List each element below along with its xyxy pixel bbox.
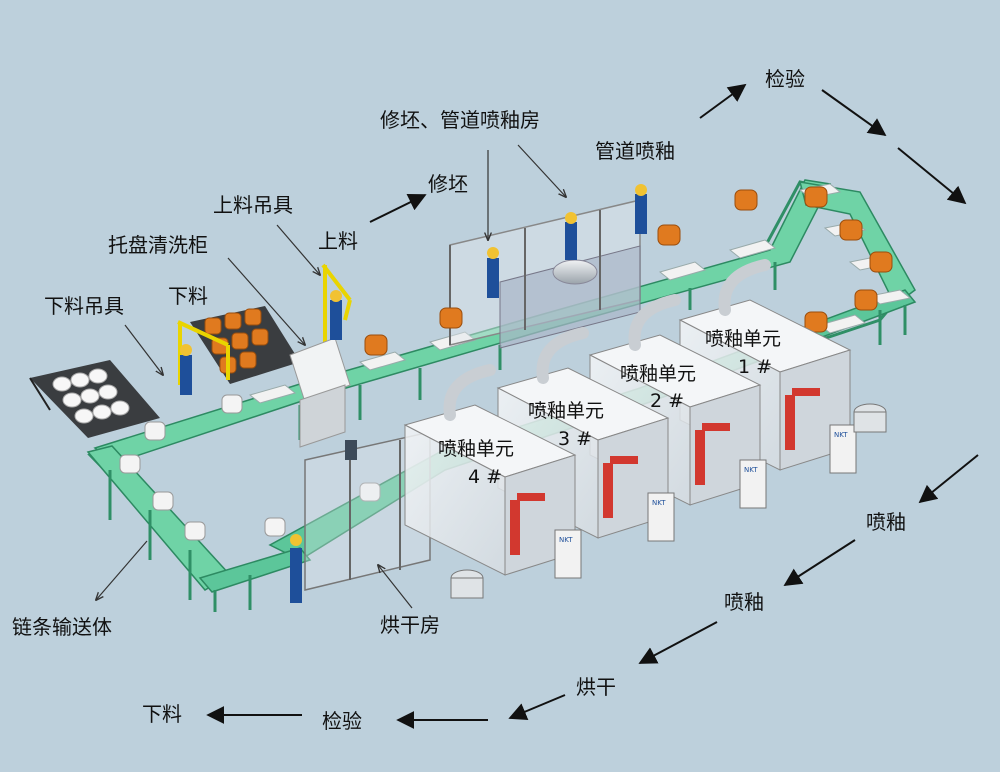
label-chain-conveyor: 链条输送体 xyxy=(12,615,112,639)
label-unloading-bottom: 下料 xyxy=(142,702,182,726)
control-cabinet-brand: NKT xyxy=(744,466,758,474)
flow-arrows xyxy=(206,83,979,729)
unloading-pad xyxy=(29,360,160,438)
unit-3-number: 3 # xyxy=(558,428,593,450)
glazing-unit-4: NKT xyxy=(403,364,582,579)
worker xyxy=(180,184,647,603)
unit-2-name: 喷釉单元 xyxy=(620,363,697,385)
label-drying: 烘干 xyxy=(576,675,616,699)
repair-glazing-room xyxy=(449,199,641,349)
unit-2-number: 2 # xyxy=(650,390,685,412)
label-repair: 修坯 xyxy=(428,172,468,196)
drying-room xyxy=(304,431,431,591)
label-repair-pipe-glazing-room: 修坯、管道喷釉房 xyxy=(380,108,540,132)
unglazed-toilets xyxy=(119,394,381,541)
label-loading: 上料 xyxy=(318,229,358,253)
tray-washing-cabinet xyxy=(289,337,351,448)
label-tray-washing-cabinet: 托盘清洗柜 xyxy=(108,233,208,257)
loading-pad xyxy=(190,306,300,384)
label-inspection-top: 检验 xyxy=(765,67,805,91)
control-cabinet-brand: NKT xyxy=(559,536,573,544)
leader-lines xyxy=(96,144,566,609)
label-loading-hoist: 上料吊具 xyxy=(213,193,293,217)
unit-1-name: 喷釉单元 xyxy=(705,328,782,350)
label-drying-room: 烘干房 xyxy=(380,613,440,637)
label-glazing-2: 喷釉 xyxy=(724,590,764,614)
control-cabinet-brand: NKT xyxy=(652,499,666,507)
control-cabinet-brand: NKT xyxy=(834,431,848,439)
label-unloading: 下料 xyxy=(168,284,208,308)
workers xyxy=(180,184,647,603)
unit-4-number: 4 # xyxy=(468,466,503,488)
glaze-tanks xyxy=(450,403,887,599)
label-glazing-1: 喷釉 xyxy=(866,510,906,534)
glazed-toilets xyxy=(364,186,893,356)
label-pipe-glazing: 管道喷釉 xyxy=(595,139,675,163)
unit-1-number: 1 # xyxy=(738,356,773,378)
hoist-right xyxy=(321,263,352,345)
label-unloading-hoist: 下料吊具 xyxy=(44,294,124,318)
label-inspection-bottom: 检验 xyxy=(322,709,362,733)
glazing-units: NKT NKT NKT NKT xyxy=(403,259,857,579)
unit-3-name: 喷釉单元 xyxy=(528,400,605,422)
unit-4-name: 喷釉单元 xyxy=(438,438,515,460)
